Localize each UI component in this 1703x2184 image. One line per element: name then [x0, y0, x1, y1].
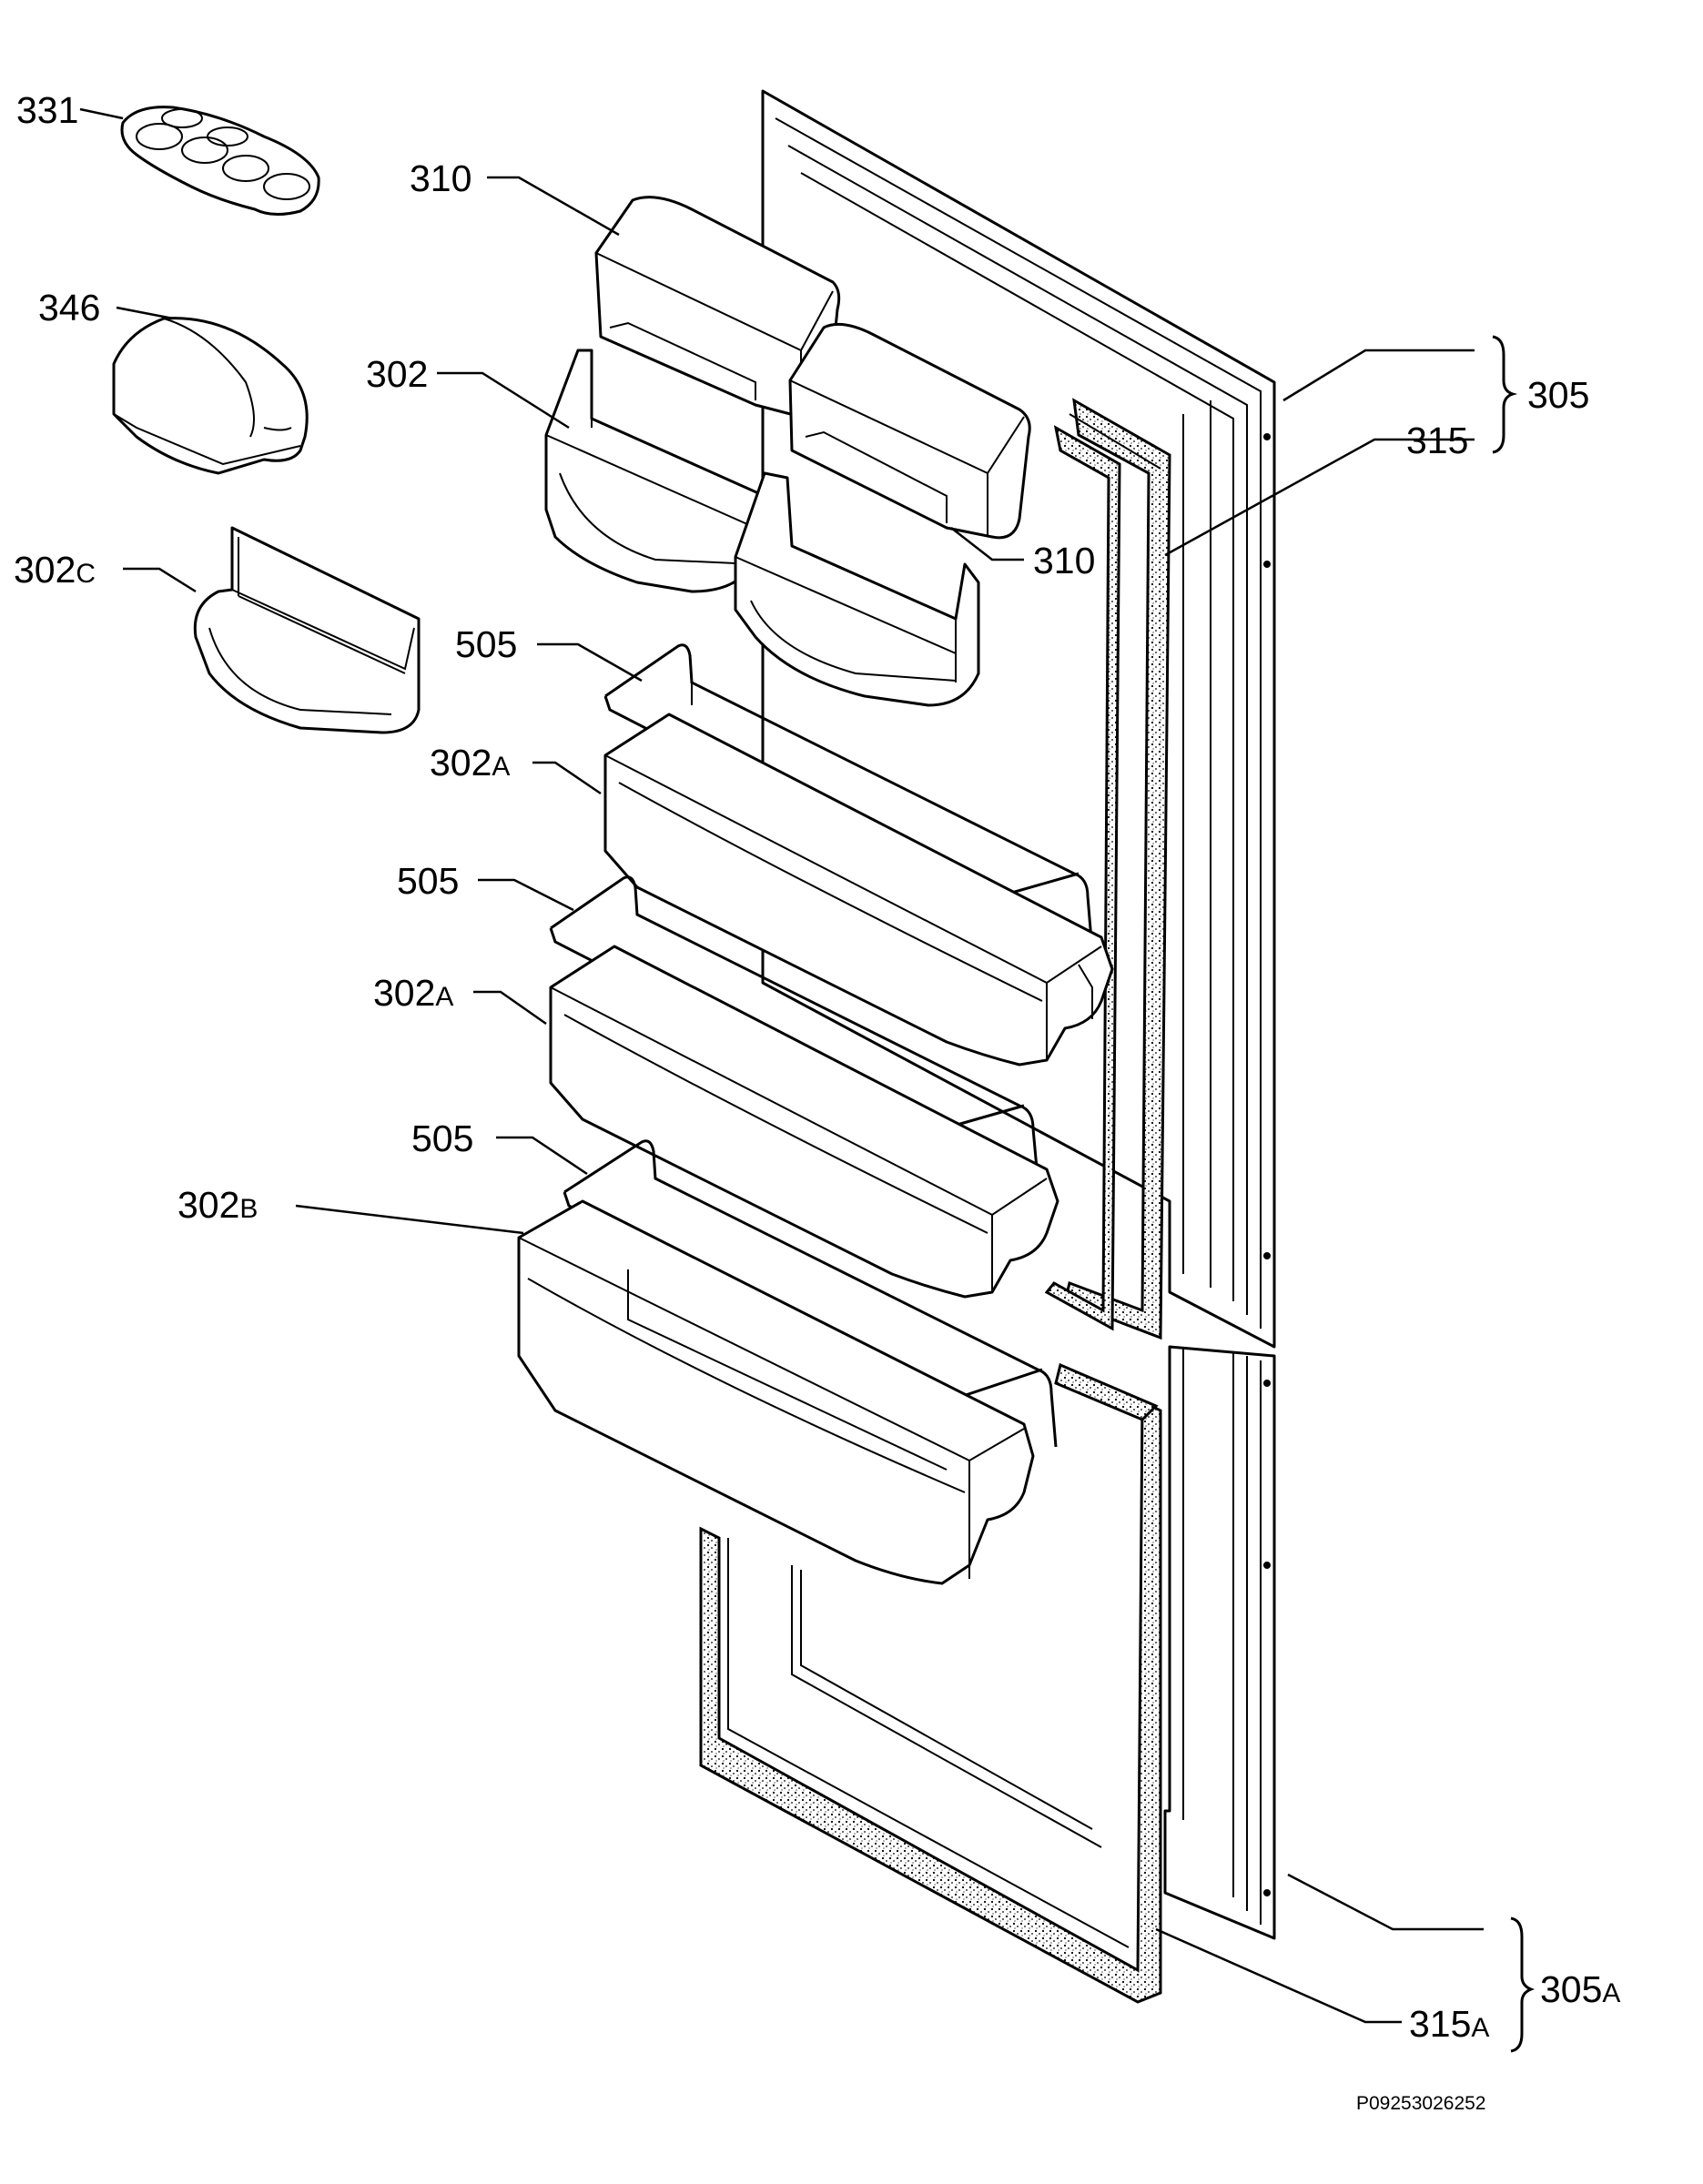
drawing-code: P09253026252	[1356, 2093, 1485, 2114]
label-505-2: 505	[397, 860, 459, 902]
label-310-right: 310	[1033, 540, 1095, 581]
label-302c: 302C	[14, 549, 96, 591]
label-302b: 302B	[177, 1184, 258, 1226]
shelf-302-right	[734, 471, 980, 707]
label-310-top: 310	[410, 157, 471, 199]
label-315a: 315A	[1409, 2003, 1489, 2045]
label-302: 302	[366, 353, 428, 395]
label-305: 305	[1527, 374, 1589, 416]
shelf-302a-1	[603, 713, 1114, 1067]
label-505-1: 505	[455, 623, 517, 665]
label-505-3: 505	[411, 1117, 473, 1159]
leader-lines	[79, 107, 1484, 2024]
label-302a-1: 302A	[430, 742, 510, 784]
label-305a: 305A	[1540, 1968, 1620, 2010]
label-315: 315	[1406, 420, 1468, 461]
label-302a-2: 302A	[373, 972, 453, 1014]
lower-door-305a	[1163, 1345, 1276, 1940]
upper-gasket-315	[1044, 398, 1171, 1340]
dairy-lid-310-right	[788, 322, 1031, 540]
shelf-302a-2	[549, 945, 1059, 1299]
butter-dish-346	[112, 317, 309, 475]
label-346: 346	[38, 287, 100, 329]
part-labels: 331 346 302C 310 302 310 505 302A 505 30…	[14, 89, 1620, 2114]
braces	[1492, 335, 1536, 2053]
lower-gasket-315a	[699, 1362, 1162, 2004]
shelf-302c	[193, 526, 421, 734]
label-331: 331	[16, 89, 78, 131]
egg-tray-331	[120, 106, 320, 216]
shelf-302b	[517, 1199, 1035, 1585]
